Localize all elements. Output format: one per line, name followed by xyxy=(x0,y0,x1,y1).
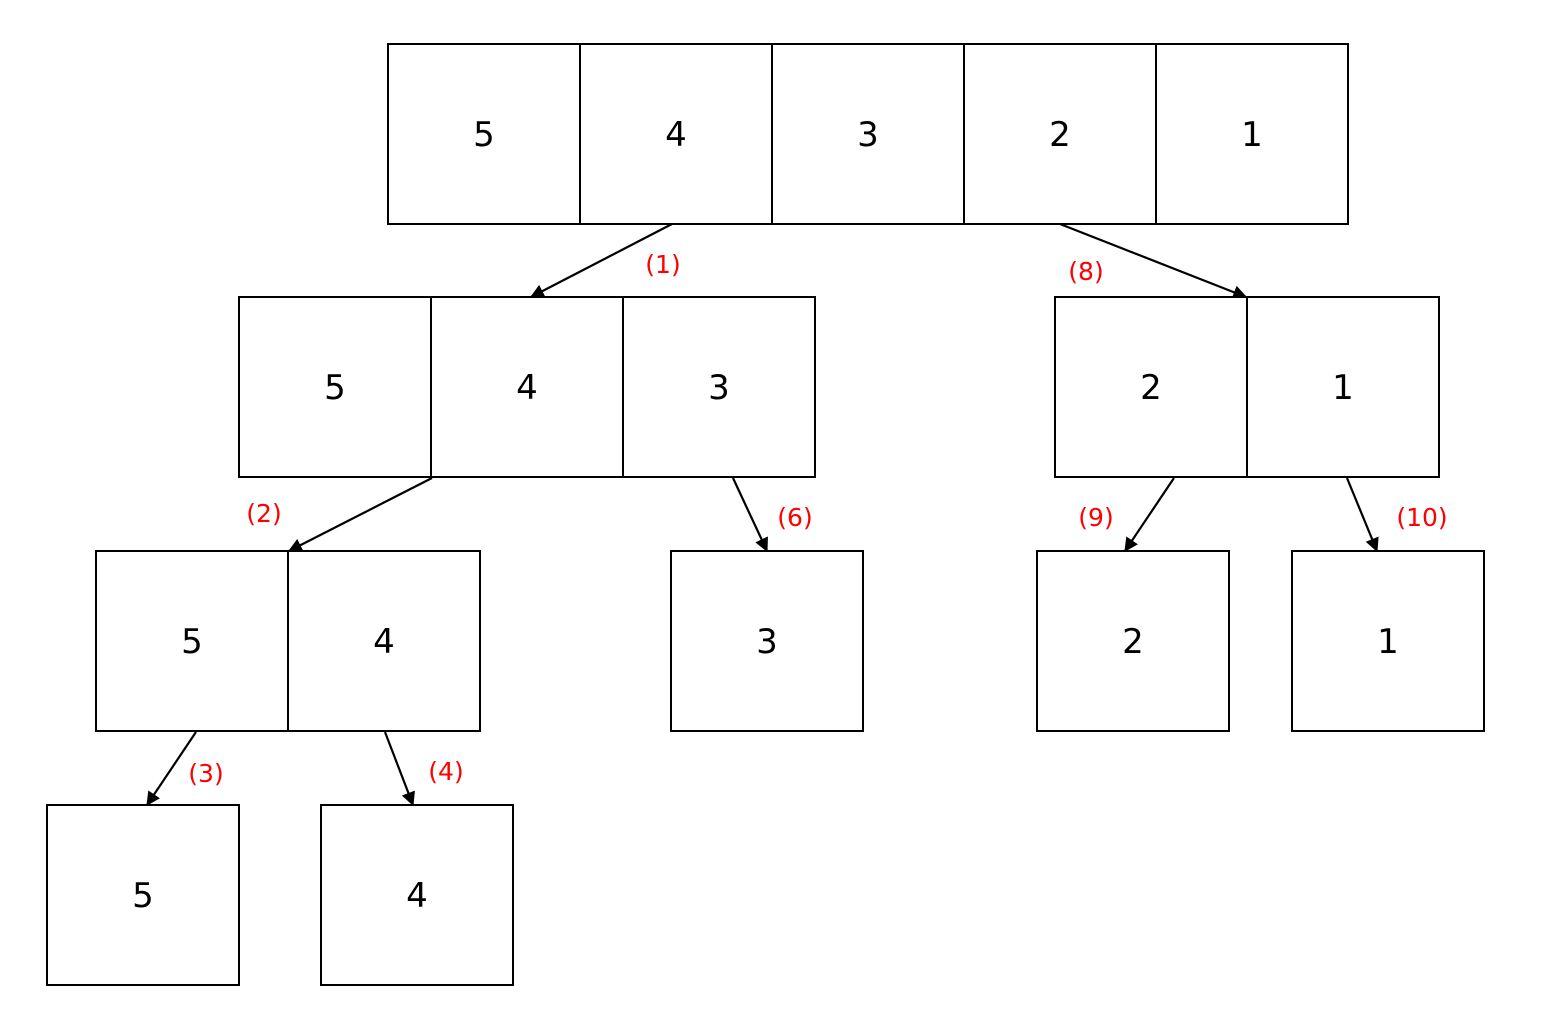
cell-value: 4 xyxy=(516,368,538,408)
array-cell xyxy=(320,804,514,986)
node-left: 5 4 3 xyxy=(238,296,816,478)
array-cell xyxy=(670,550,864,732)
step-label: (3) xyxy=(188,759,223,788)
cell-value: 1 xyxy=(1332,368,1354,408)
split-arrow xyxy=(146,731,197,806)
step-labels-layer: (1) (8) (2) (6) (9) (10) (3) (4) xyxy=(188,250,1447,788)
cell-value: 4 xyxy=(373,622,395,662)
cell-value: 4 xyxy=(406,876,428,916)
array-cell xyxy=(1054,296,1248,478)
array-cell xyxy=(1036,550,1230,732)
split-arrow xyxy=(287,477,433,552)
node-right-right: 1 xyxy=(1291,550,1485,732)
array-cell xyxy=(963,43,1157,225)
cell-value: 5 xyxy=(473,115,495,155)
node-left-right: 3 xyxy=(670,550,864,732)
cell-value: 3 xyxy=(857,115,879,155)
array-cell xyxy=(622,296,816,478)
split-arrow xyxy=(1059,222,1248,299)
array-cell xyxy=(287,550,481,732)
array-cell xyxy=(387,43,581,225)
cell-value: 4 xyxy=(665,115,687,155)
step-label: (4) xyxy=(428,757,463,786)
step-label: (1) xyxy=(645,250,680,279)
split-arrow xyxy=(383,731,415,807)
array-cell xyxy=(1155,43,1349,225)
array-cell xyxy=(1291,550,1485,732)
array-cell xyxy=(430,296,624,478)
array-cell xyxy=(1246,296,1440,478)
split-arrow xyxy=(529,223,673,298)
cell-value: 2 xyxy=(1140,368,1162,408)
split-arrow xyxy=(1345,477,1379,553)
array-cell xyxy=(95,550,289,732)
cell-value: 1 xyxy=(1377,622,1399,662)
cell-value: 1 xyxy=(1241,115,1263,155)
cell-value: 3 xyxy=(756,622,778,662)
cell-value: 5 xyxy=(324,368,346,408)
node-right-left: 2 xyxy=(1036,550,1230,732)
step-label: (2) xyxy=(246,499,281,528)
array-cell xyxy=(771,43,965,225)
cell-value: 5 xyxy=(132,876,154,916)
node-leaf-5: 5 xyxy=(46,804,240,986)
step-label: (9) xyxy=(1078,503,1113,532)
cell-value: 2 xyxy=(1049,115,1071,155)
split-arrow xyxy=(732,477,768,553)
cell-value: 3 xyxy=(708,368,730,408)
step-label: (10) xyxy=(1396,503,1447,532)
node-root: 5 4 3 2 1 xyxy=(387,43,1349,225)
array-cell xyxy=(238,296,432,478)
array-cell xyxy=(46,804,240,986)
cell-value: 5 xyxy=(181,622,203,662)
cell-value: 2 xyxy=(1122,622,1144,662)
split-arrow xyxy=(1124,477,1175,552)
node-leaf-4: 4 xyxy=(320,804,514,986)
step-label: (6) xyxy=(777,503,812,532)
step-label: (8) xyxy=(1068,257,1103,286)
edges-layer xyxy=(146,222,1379,807)
